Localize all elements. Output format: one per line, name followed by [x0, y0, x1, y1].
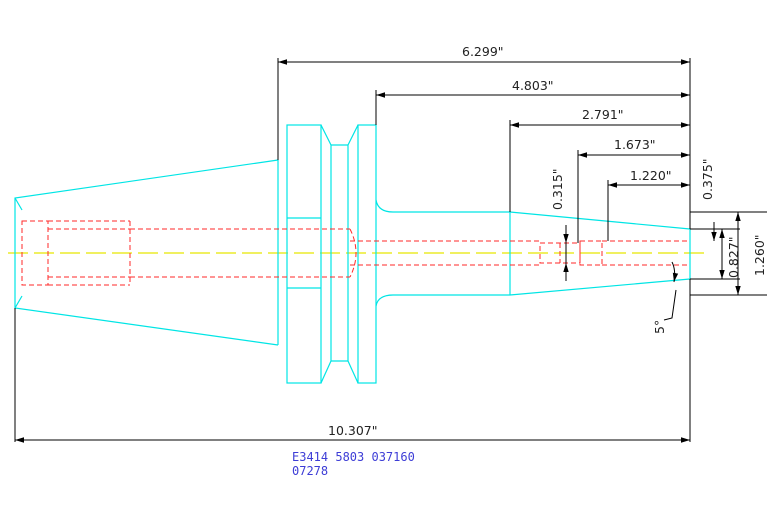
dim-1-260: 1.260": [752, 234, 767, 276]
hidden-bore: [21, 220, 690, 286]
dim-2-791: 2.791": [582, 107, 624, 122]
tool-outline: [14, 124, 691, 384]
dim-1-220: 1.220": [630, 168, 672, 183]
dim-10-307: 10.307": [328, 423, 378, 438]
dim-1-673: 1.673": [614, 137, 656, 152]
dim-0-375: 0.375": [700, 158, 715, 200]
part-number-line2: 07278: [292, 464, 328, 478]
dim-6-299: 6.299": [462, 44, 504, 59]
dim-0-315: 0.315": [550, 168, 565, 210]
dimension-lines: [14, 58, 767, 443]
part-number-line1: E3414 5803 037160: [292, 450, 415, 464]
dim-4-803: 4.803": [512, 78, 554, 93]
angle-5-deg: 5°: [652, 320, 667, 334]
dim-0-827: 0.827": [726, 236, 741, 278]
